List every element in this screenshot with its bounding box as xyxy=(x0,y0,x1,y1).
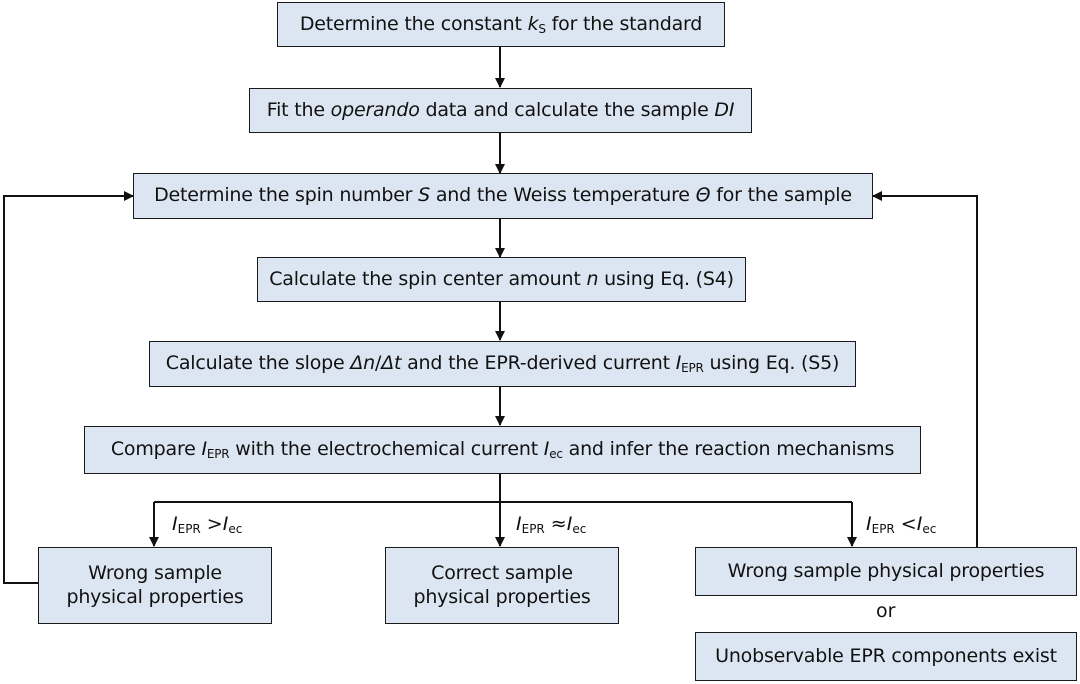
branch-label-approx: IEPR ≈Iec xyxy=(516,513,587,536)
feedback-right xyxy=(872,191,978,547)
step-spin-center-amount: Calculate the spin center amount n using… xyxy=(257,257,746,302)
step-calculate-slope: Calculate the slope Δn/Δt and the EPR-de… xyxy=(149,341,856,387)
step-fit-operando: Fit the operando data and calculate the … xyxy=(249,88,752,133)
branch-label-less: IEPR <Iec xyxy=(866,513,937,536)
step-determine-spin: Determine the spin number S and the Weis… xyxy=(133,173,873,219)
outcome-wrong-properties-right: Wrong sample physical properties xyxy=(695,547,1077,596)
branch-label-greater: IEPR >Iec xyxy=(172,513,243,536)
step-determine-ks: Determine the constant kS for the standa… xyxy=(277,2,725,47)
step-compare-currents: Compare IEPR with the electrochemical cu… xyxy=(84,426,921,474)
or-label: or xyxy=(876,600,896,622)
outcome-unobservable-epr: Unobservable EPR components exist xyxy=(695,632,1077,681)
feedback-left xyxy=(3,191,134,584)
